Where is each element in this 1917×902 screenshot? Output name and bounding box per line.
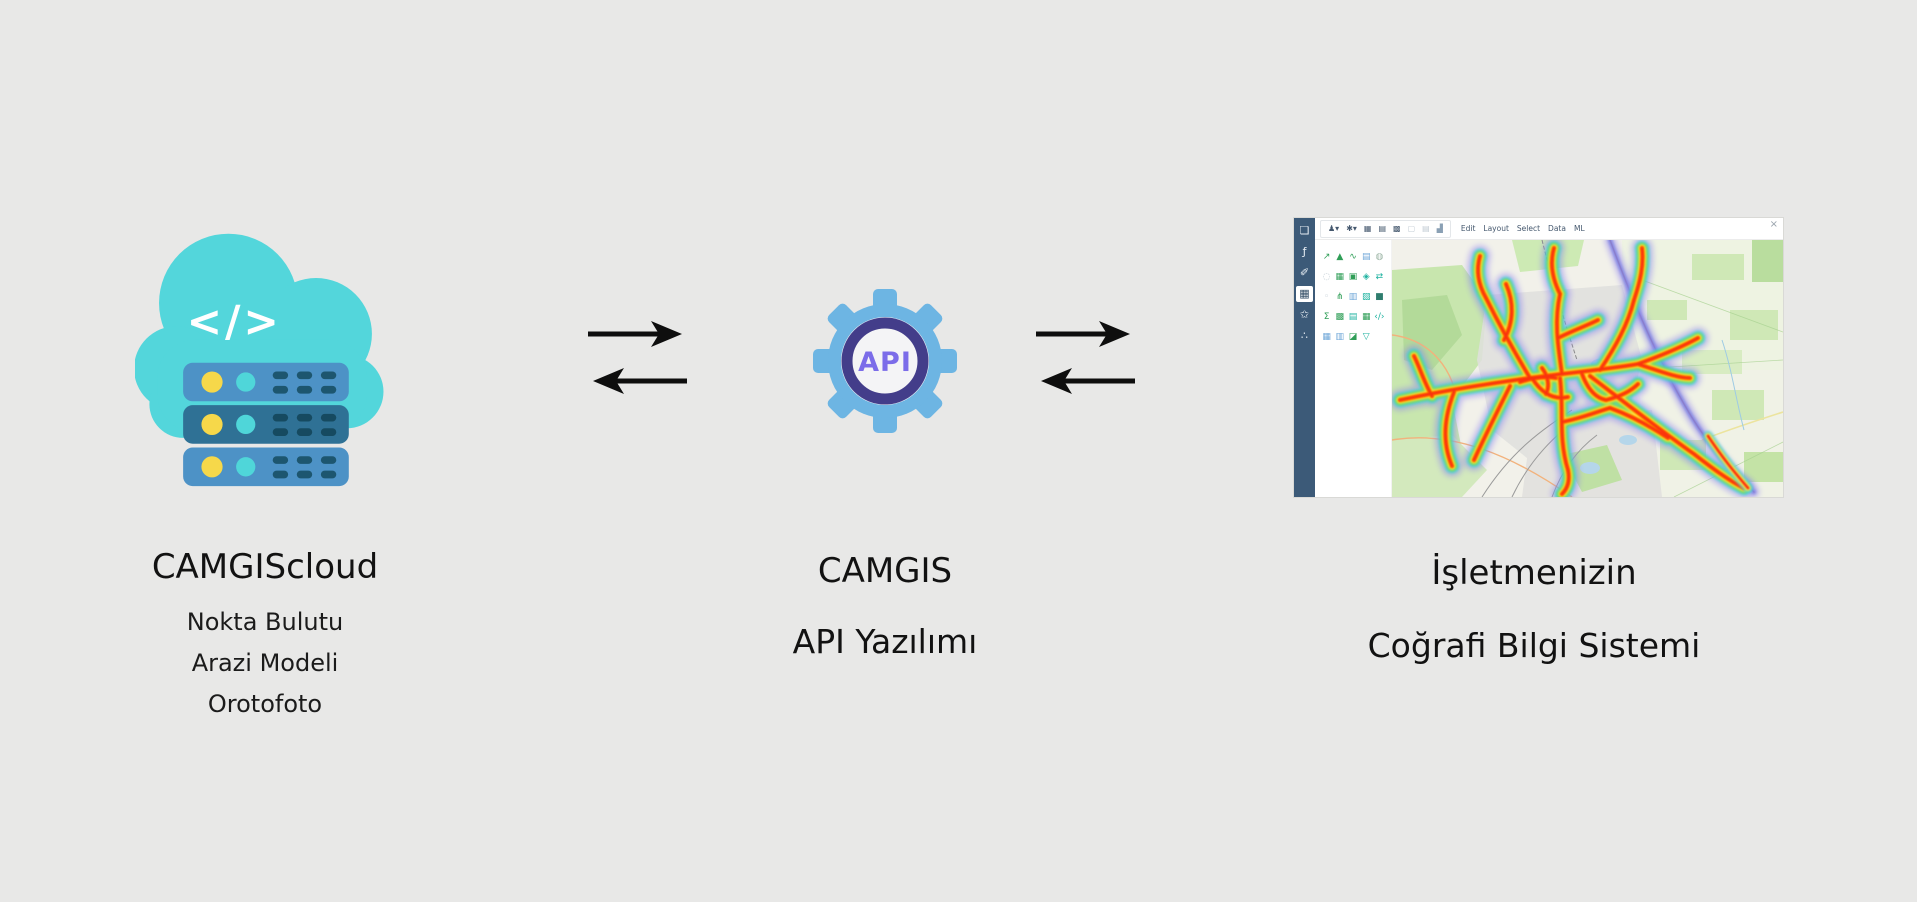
bars-tool-icon[interactable]: ▥ <box>1348 292 1358 302</box>
layers-tool-icon[interactable]: ▧ <box>1361 292 1371 302</box>
sum-tool-icon[interactable]: Σ <box>1323 312 1330 322</box>
table-tool-icon[interactable]: ▦ <box>1361 312 1371 322</box>
share-icon[interactable]: ∴ <box>1301 329 1308 342</box>
code-tool-icon[interactable]: ‹/› <box>1374 312 1385 322</box>
left-node-item: Arazi Modeli <box>191 649 339 677</box>
server-rack <box>183 447 349 487</box>
cloud-server-icon: </> <box>135 233 384 487</box>
wrench-icon[interactable]: ✐ <box>1299 266 1310 279</box>
columns-tool-icon[interactable]: ▥ <box>1335 332 1345 342</box>
gis-toolbar: ♟▾ ✱▾ ▦ ▤ ▩ ▢ ▤ ▟ <box>1320 219 1451 238</box>
calendar-tool-icon[interactable]: ▤ <box>1348 312 1358 322</box>
matrix-tool-icon[interactable]: ▦ <box>1322 332 1331 342</box>
raster-tool-icon[interactable]: ■ <box>1375 292 1384 302</box>
function-icon[interactable]: ƒ <box>1302 245 1307 258</box>
arrow-right-head <box>651 321 682 347</box>
left-node-title: CAMGIScloud <box>151 547 379 587</box>
gis-menubar: Edit Layout Select Data ML <box>1457 224 1589 233</box>
center-node-title: CAMGIS <box>817 551 953 591</box>
left-node-item: Orotofoto <box>207 690 323 718</box>
swap-tool-icon[interactable]: ⇄ <box>1375 272 1384 282</box>
arrows-cloud-api <box>588 321 687 394</box>
scatter-tool-icon[interactable]: ↗ <box>1322 252 1331 262</box>
gis-topbar: ♟▾ ✱▾ ▦ ▤ ▩ ▢ ▤ ▟ Edit Layout Select Data ML × <box>1315 218 1783 240</box>
chart-tool-icon[interactable]: ▟ <box>1436 223 1443 233</box>
gis-menu-item[interactable]: Edit <box>1460 224 1476 233</box>
gis-menu-item[interactable]: ML <box>1573 224 1585 233</box>
close-icon[interactable]: × <box>1769 219 1778 230</box>
line-chart-tool-icon[interactable]: ∿ <box>1349 252 1357 262</box>
left-node-item: Nokta Bulutu <box>186 608 344 636</box>
globe-tool-icon[interactable]: ◍ <box>1375 252 1384 262</box>
right-node-title: İşletmenizin <box>1431 553 1637 593</box>
server-rack <box>183 362 349 402</box>
gis-tools-panel: ↗▲∿▤◍◌▦▣◈⇄◦⋔▥▧■Σ▩▤▦‹/›▦▥◪▽ <box>1315 240 1392 497</box>
filter-tool-icon[interactable]: ▽ <box>1362 332 1370 342</box>
gis-menu-item[interactable]: Select <box>1516 224 1541 233</box>
gis-sidebar: ❏ ƒ ✐ ▦ ✩ ∴ <box>1294 218 1315 497</box>
arrows-api-gis <box>1036 321 1135 394</box>
center-node-subtitle: API Yazılımı <box>792 622 978 661</box>
dot-tool-icon[interactable]: ◦ <box>1323 292 1330 302</box>
gis-heatmap-map[interactable] <box>1392 240 1783 497</box>
star-icon[interactable]: ✩ <box>1299 308 1310 321</box>
gis-menu-item[interactable]: Layout <box>1483 224 1509 233</box>
code-glyph: </> <box>187 297 282 346</box>
arrow-left-head <box>593 368 624 394</box>
api-label: API <box>858 347 912 378</box>
export-image-tool-icon[interactable]: ◪ <box>1348 332 1358 342</box>
grid-tool-icon[interactable]: ▦ <box>1335 272 1345 282</box>
layout-view-icon[interactable]: ▩ <box>1393 223 1401 233</box>
circle-tool-icon[interactable]: ◌ <box>1322 272 1331 282</box>
palette-tool-icon[interactable]: ◈ <box>1362 272 1370 282</box>
select-grid-tool-icon[interactable]: ▩ <box>1335 312 1345 322</box>
arrow-left-head <box>1041 368 1072 394</box>
api-gear-icon: API <box>813 289 957 433</box>
user-menu-icon[interactable]: ♟▾ <box>1328 223 1340 233</box>
image-tool-icon[interactable]: ▣ <box>1348 272 1358 282</box>
network-tool-icon[interactable]: ⋔ <box>1336 292 1344 302</box>
gis-menu-item[interactable]: Data <box>1548 224 1566 233</box>
gear-menu-icon[interactable]: ✱▾ <box>1346 223 1357 233</box>
grid-view-icon[interactable]: ▦ <box>1363 223 1372 233</box>
right-node-subtitle: Coğrafi Bilgi Sistemi <box>1367 626 1701 665</box>
disabled-tool-icon[interactable]: ▤ <box>1422 223 1430 233</box>
folder-icon[interactable]: ❏ <box>1299 224 1310 237</box>
server-rack <box>183 405 349 444</box>
report-tool-icon[interactable]: ▤ <box>1361 252 1371 262</box>
terrain-tool-icon[interactable]: ▲ <box>1336 252 1344 262</box>
disabled-tool-icon[interactable]: ▢ <box>1407 223 1416 233</box>
table-icon[interactable]: ▦ <box>1296 286 1313 302</box>
split-view-icon[interactable]: ▤ <box>1378 223 1387 233</box>
arrow-right-head <box>1099 321 1130 347</box>
